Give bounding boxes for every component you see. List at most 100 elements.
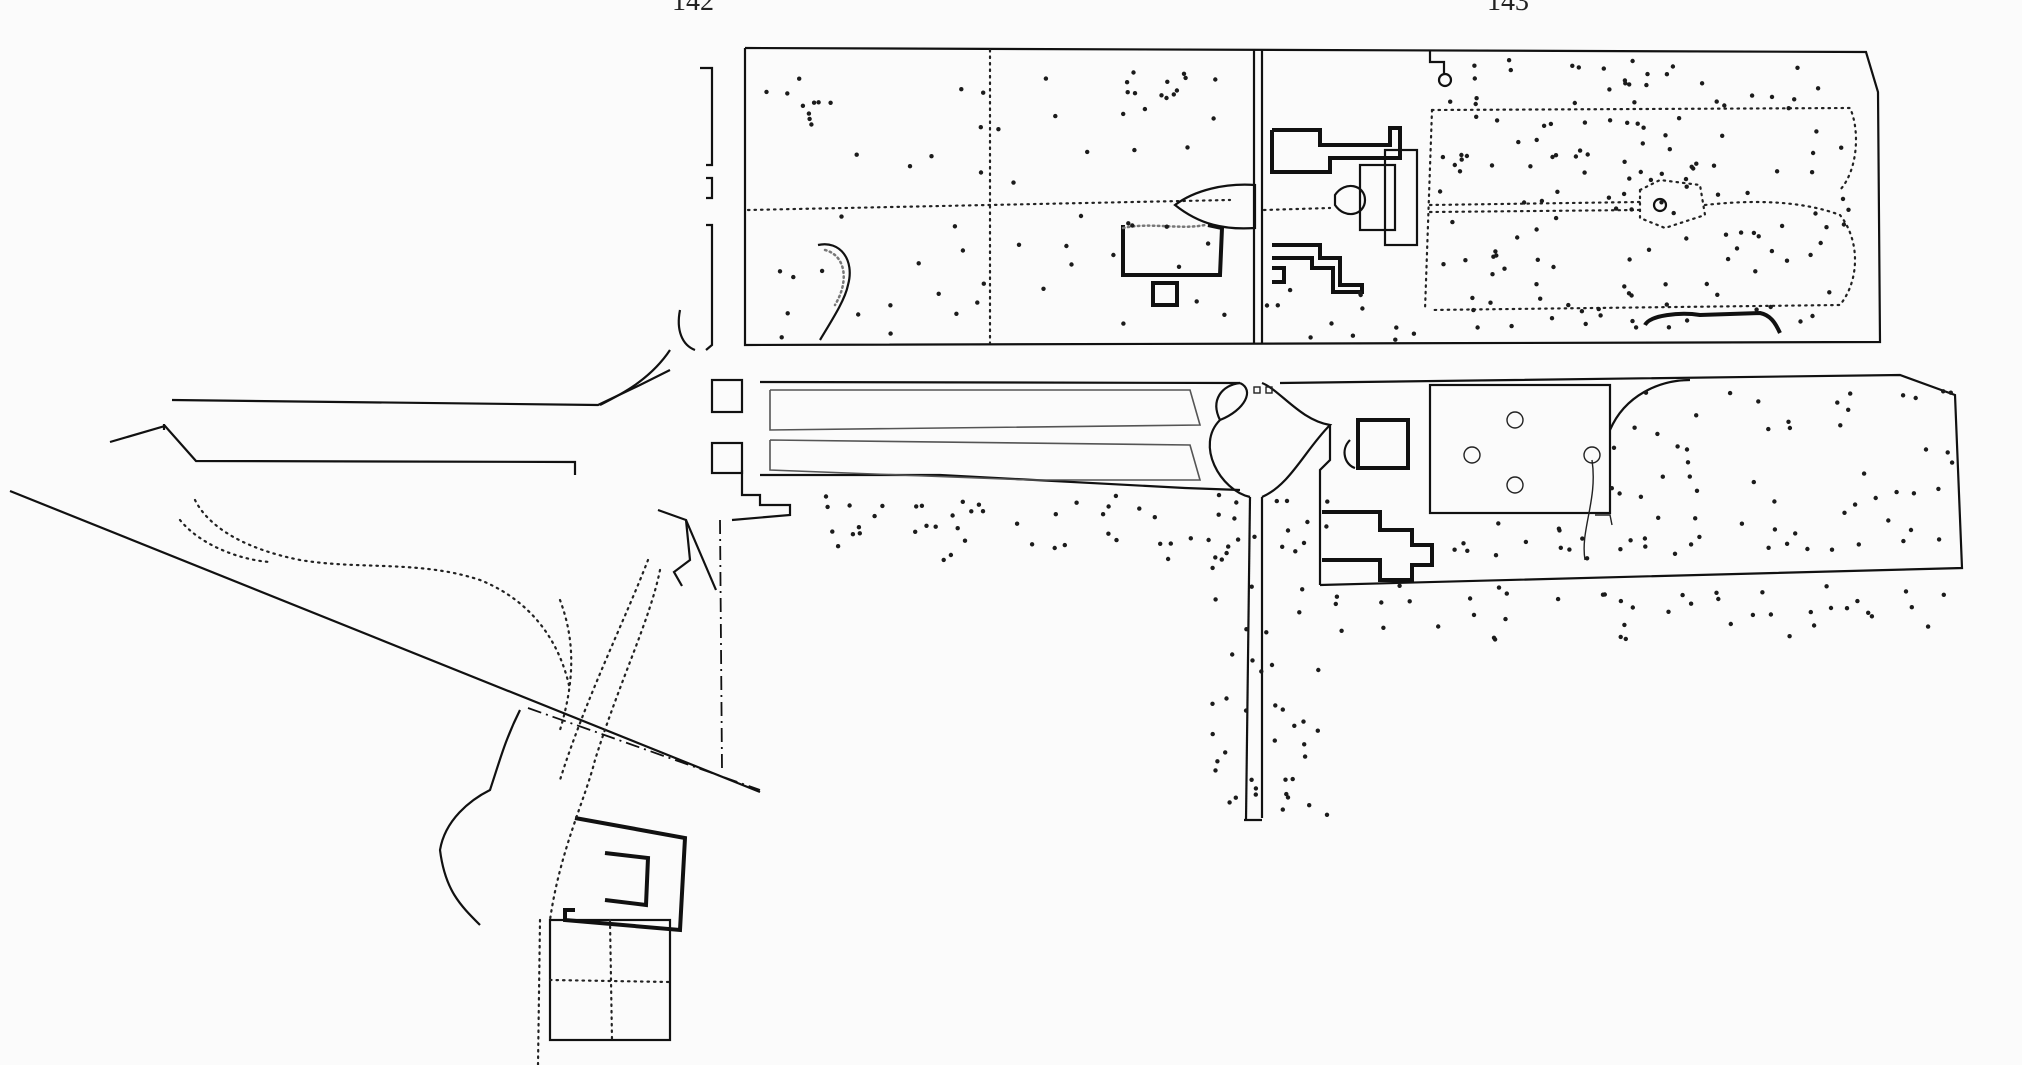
- tree-dot: [1316, 667, 1321, 673]
- tree-dot: [1459, 152, 1464, 158]
- tree-dot: [1284, 498, 1290, 504]
- tree-dot: [1213, 597, 1218, 602]
- tree-dot: [1411, 331, 1417, 336]
- tree-dot: [1684, 318, 1690, 323]
- tree-dot: [1815, 86, 1821, 91]
- tree-dot: [1617, 491, 1622, 496]
- tree-dot: [1596, 306, 1601, 312]
- tree-dot: [1869, 614, 1875, 619]
- tree-dot: [1252, 534, 1257, 539]
- tree-dot: [1121, 111, 1126, 117]
- tree-dot: [1285, 528, 1291, 533]
- tree-dot: [1280, 544, 1285, 549]
- tree-dot: [1407, 599, 1412, 604]
- tree-dot: [1689, 164, 1694, 169]
- tree-dot: [1894, 489, 1899, 495]
- tree-dot: [1137, 506, 1142, 511]
- tree-dot: [1711, 163, 1717, 168]
- tree-dot: [1664, 302, 1670, 307]
- tree-dot: [1041, 286, 1046, 291]
- tree-dot: [1866, 610, 1871, 615]
- tree-dot: [1210, 701, 1215, 706]
- tree-dot: [1555, 596, 1561, 602]
- tree-dot: [1360, 306, 1365, 311]
- tree-dot: [1053, 113, 1058, 119]
- tree-dot: [955, 526, 960, 531]
- tree-dot: [1623, 636, 1629, 642]
- tree-dot: [1632, 100, 1637, 105]
- tree-dot: [1715, 192, 1721, 197]
- tree-dot: [1852, 502, 1858, 507]
- tree-dot: [1688, 601, 1694, 606]
- tree-dot: [1618, 547, 1623, 552]
- tree-dot: [1230, 652, 1235, 657]
- tree-dot: [1121, 321, 1126, 326]
- tree-dot: [1496, 585, 1502, 590]
- tree-dot: [830, 529, 835, 534]
- tree-dot: [1694, 488, 1700, 493]
- tree-dot: [1106, 504, 1111, 509]
- tree-dot: [1694, 413, 1699, 418]
- tree-dot: [1704, 281, 1710, 287]
- tree-dot: [1570, 63, 1575, 68]
- tree-dot: [1521, 200, 1527, 205]
- tree-dot: [1824, 225, 1829, 230]
- tree-dot: [1463, 258, 1468, 263]
- tree-dot: [1509, 323, 1514, 329]
- tree-dot: [1324, 812, 1330, 817]
- tree-dot: [1493, 553, 1499, 558]
- tree-dot: [916, 261, 921, 266]
- tree-dot: [1663, 133, 1668, 138]
- tree-dot: [1697, 534, 1702, 540]
- tree-dot: [1555, 189, 1560, 194]
- tree-dot: [1769, 94, 1775, 100]
- tree-dot: [1292, 723, 1297, 728]
- tree-dot: [1745, 190, 1750, 196]
- tree-dot: [1911, 491, 1917, 496]
- tree-dot: [1534, 137, 1539, 143]
- tree-dot: [1280, 707, 1286, 712]
- southeast-garden: [1279, 373, 1964, 587]
- tree-dot: [1923, 447, 1929, 452]
- tree-dot: [1064, 243, 1069, 249]
- tree-dot: [839, 214, 844, 219]
- tree-dot: [1302, 754, 1308, 759]
- tree-dot: [1381, 625, 1386, 630]
- tree-dot: [941, 557, 946, 563]
- tree-dot: [1284, 791, 1289, 797]
- tree-dot: [1181, 71, 1187, 77]
- tree-dot: [1493, 249, 1498, 254]
- tree-dot: [1835, 400, 1840, 405]
- tree-dot: [1684, 236, 1689, 241]
- tree-dot: [1751, 479, 1757, 485]
- tree-dot: [1766, 545, 1771, 550]
- tree-dot: [1609, 486, 1615, 491]
- tree-dot: [1394, 325, 1399, 330]
- tree-dot: [1274, 498, 1280, 504]
- tree-dot: [996, 127, 1001, 132]
- tree-dot: [1720, 133, 1725, 138]
- tree-dot: [850, 532, 856, 537]
- tree-dot: [1606, 195, 1612, 200]
- tree-dot: [1621, 191, 1627, 197]
- tree-dot: [1114, 537, 1119, 543]
- tree-dot: [1078, 213, 1084, 219]
- tree-dot: [1936, 537, 1942, 542]
- tree-dot: [847, 503, 852, 508]
- tree-dot: [1165, 79, 1170, 85]
- tree-dot: [1465, 548, 1470, 553]
- central-avenue: [109, 369, 792, 522]
- tree-dot: [1528, 164, 1533, 169]
- tree-dot: [924, 523, 929, 528]
- tree-dot: [1805, 546, 1810, 552]
- tree-dot: [1052, 545, 1057, 551]
- tree-dot: [1838, 423, 1843, 428]
- tree-dot: [819, 268, 825, 274]
- tree-dot: [1227, 800, 1232, 805]
- tree-dot: [1694, 161, 1699, 166]
- tree-dot: [1541, 123, 1547, 128]
- tree-dot: [1648, 177, 1654, 183]
- tree-dot: [1475, 325, 1480, 330]
- tree-dot: [1622, 622, 1627, 628]
- tree-dot: [1131, 70, 1136, 75]
